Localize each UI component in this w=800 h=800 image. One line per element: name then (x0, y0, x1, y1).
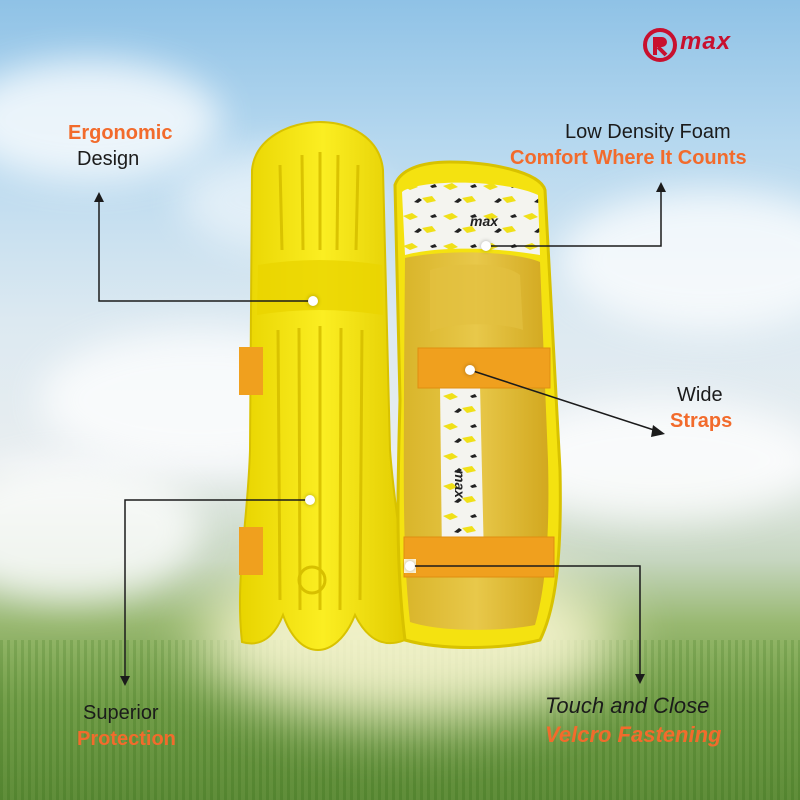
hotspot-straps (465, 365, 475, 375)
callout-velcro: Touch and Close Velcro Fastening (545, 692, 721, 749)
callout-straps-highlight: Straps (670, 410, 733, 432)
brand-logo-text: max (680, 28, 732, 55)
callout-velcro-highlight: Velcro Fastening (545, 721, 722, 747)
callout-ergonomic-highlight: Ergonomic (68, 122, 173, 144)
hotspot-velcro (405, 561, 415, 571)
callout-protection-text: Superior (83, 702, 159, 724)
callout-foam: Low Density Foam Comfort Where It Counts (510, 119, 747, 171)
callout-protection: Superior Protection (77, 700, 176, 752)
callout-foam-text: Low Density Foam (565, 121, 731, 143)
right-pad: max max (393, 160, 562, 649)
callout-protection-highlight: Protection (77, 728, 176, 750)
callout-straps: Wide Straps (650, 382, 732, 434)
callout-ergonomic: Ergonomic Design (68, 120, 172, 172)
callout-velcro-text: Touch and Close (545, 693, 710, 718)
brand-logo: max (643, 28, 783, 62)
hotspot-ergonomic (308, 296, 318, 306)
callout-straps-text: Wide (677, 384, 723, 406)
left-pad (238, 120, 408, 652)
hotspot-protection (305, 495, 315, 505)
callout-foam-highlight: Comfort Where It Counts (510, 147, 747, 169)
brand-logo-icon (643, 28, 677, 62)
hotspot-foam (481, 241, 491, 251)
pad-brand-text-vertical: max (452, 470, 468, 499)
pad-brand-text: max (470, 213, 499, 229)
callout-ergonomic-text: Design (77, 148, 140, 170)
